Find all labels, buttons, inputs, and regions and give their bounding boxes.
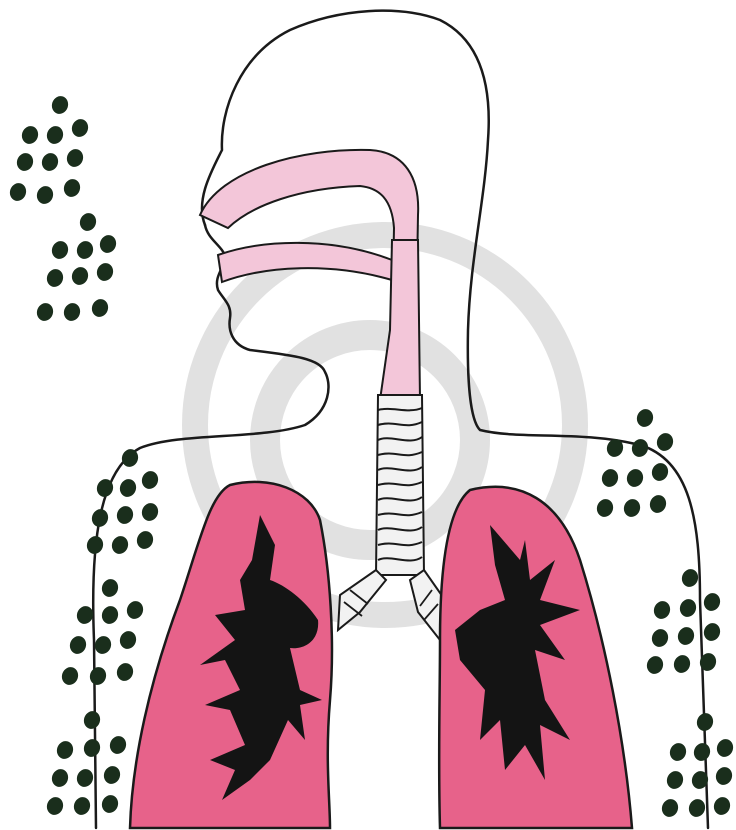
dot-icon (124, 599, 145, 621)
dot-icon (694, 711, 715, 733)
left-lung (439, 487, 632, 828)
dot-icon (109, 534, 130, 556)
dot-icon (677, 597, 698, 619)
dot-icon (39, 151, 60, 173)
dot-icon (84, 534, 105, 556)
trachea (376, 395, 424, 575)
dot-icon (139, 469, 160, 491)
dot-icon (74, 767, 95, 789)
dot-icon (89, 507, 110, 529)
dot-icon (634, 407, 655, 429)
dot-icon (667, 741, 688, 763)
dot-icon (679, 567, 700, 589)
dot-icon (649, 627, 670, 649)
dot-icon (701, 591, 722, 613)
dot-icon (644, 654, 665, 676)
dot-icon (34, 301, 55, 323)
dot-icon (54, 739, 75, 761)
dot-icon (59, 665, 80, 687)
dot-icon (81, 709, 102, 731)
dot-icon (61, 301, 82, 323)
dot-icon (711, 795, 732, 817)
dot-icon (651, 599, 672, 621)
dot-icon (94, 261, 115, 283)
dot-icon (97, 233, 118, 255)
dot-icon (714, 737, 735, 759)
dot-icon (49, 767, 70, 789)
dot-icon (671, 653, 692, 675)
dot-icon (664, 769, 685, 791)
dot-icon (691, 741, 712, 763)
dot-icon (14, 151, 35, 173)
dot-icon (117, 477, 138, 499)
dot-icon (594, 497, 615, 519)
dot-icon (99, 793, 120, 815)
dot-icon (654, 431, 675, 453)
dot-icon (114, 661, 135, 683)
dot-icon (44, 267, 65, 289)
dot-icon (19, 124, 40, 146)
dot-icon (675, 625, 696, 647)
dot-icon (87, 665, 108, 687)
dot-icon (67, 634, 88, 656)
dot-icon (77, 211, 98, 233)
dot-icon (599, 467, 620, 489)
dot-icon (7, 181, 28, 203)
dot-icon (34, 184, 55, 206)
dot-icon (713, 765, 734, 787)
dot-icon (81, 737, 102, 759)
dot-icon (71, 795, 92, 817)
dot-icon (92, 634, 113, 656)
dot-icon (686, 797, 707, 819)
dot-icon (49, 239, 70, 261)
dot-cluster-icon (7, 94, 735, 819)
dot-icon (49, 94, 70, 116)
dot-icon (624, 467, 645, 489)
right-lung (130, 482, 332, 828)
dot-icon (61, 177, 82, 199)
dot-icon (701, 621, 722, 643)
dot-icon (89, 297, 110, 319)
dot-icon (74, 239, 95, 261)
dot-icon (139, 501, 160, 523)
dot-icon (114, 504, 135, 526)
dot-icon (117, 629, 138, 651)
dot-icon (101, 764, 122, 786)
dot-icon (44, 124, 65, 146)
dot-icon (649, 461, 670, 483)
dot-icon (64, 147, 85, 169)
dot-icon (134, 529, 155, 551)
dot-icon (629, 437, 650, 459)
dot-icon (69, 265, 90, 287)
dot-icon (99, 604, 120, 626)
dot-icon (647, 493, 668, 515)
dot-icon (621, 497, 642, 519)
dot-icon (44, 795, 65, 817)
dot-icon (99, 577, 120, 599)
dot-icon (697, 651, 718, 673)
dot-icon (107, 734, 128, 756)
dot-icon (659, 797, 680, 819)
dot-icon (69, 117, 90, 139)
